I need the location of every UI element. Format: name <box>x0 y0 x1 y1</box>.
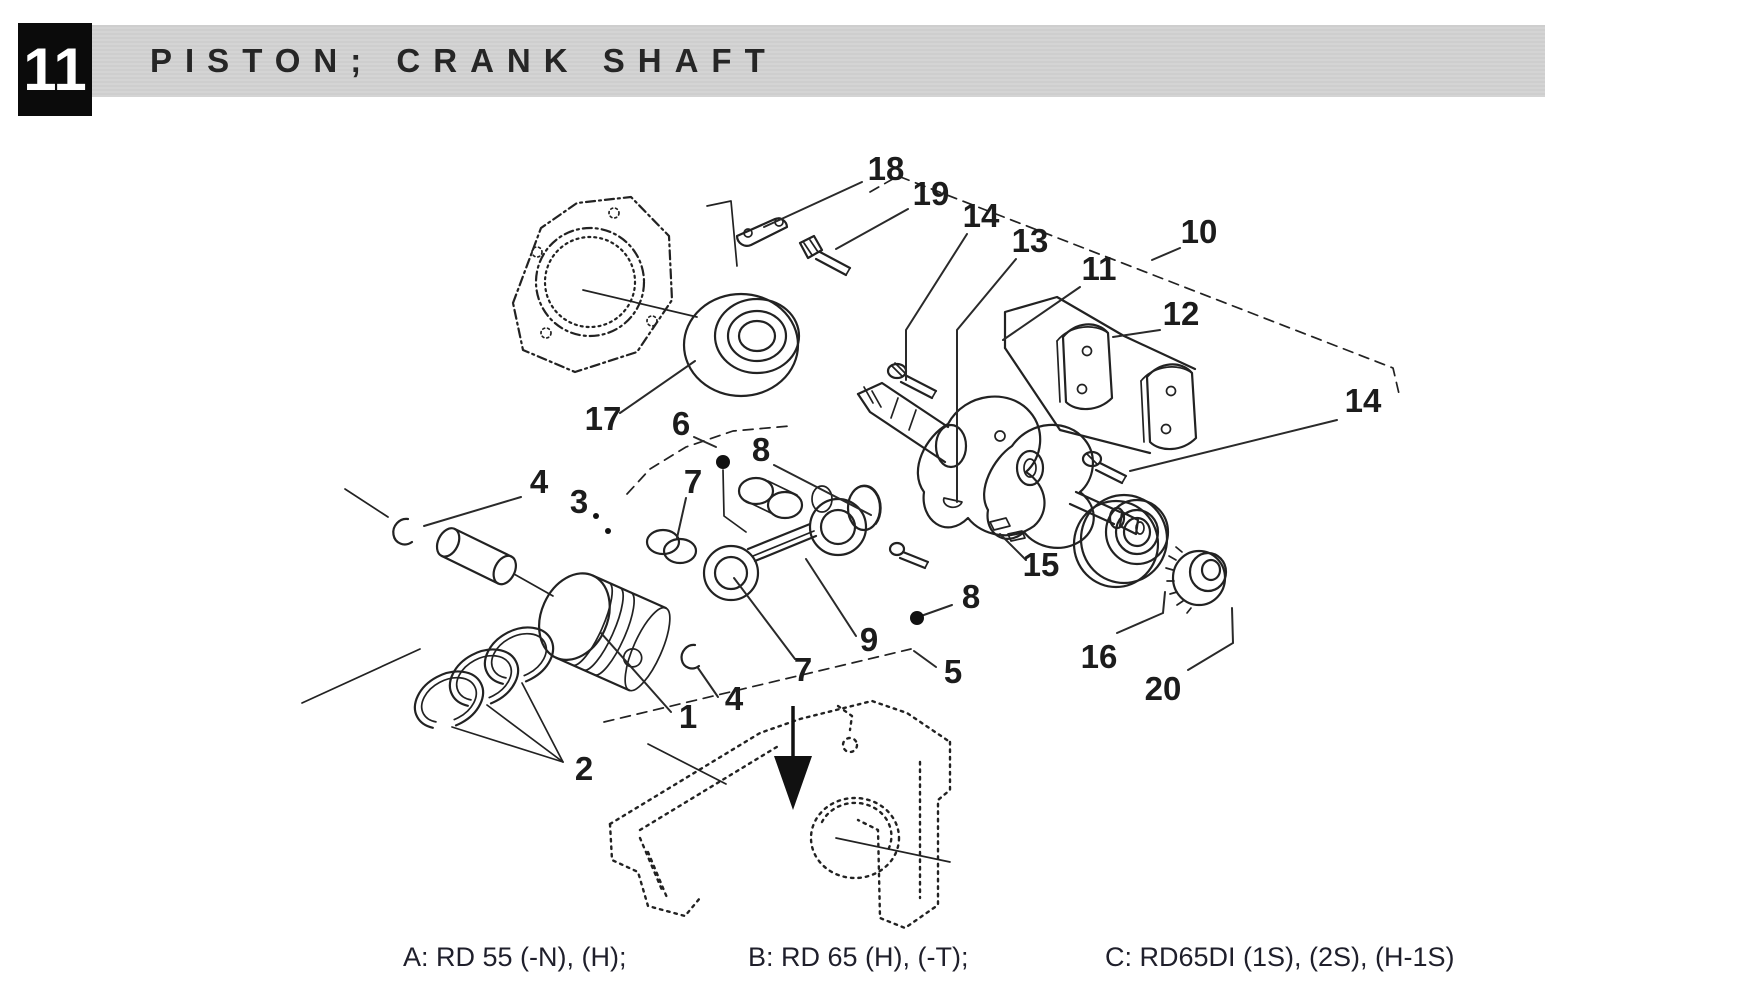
callout-19: 19 <box>913 175 950 212</box>
leader-line-20 <box>1187 607 1235 671</box>
leader-line-16 <box>1116 591 1166 634</box>
callout-9: 9 <box>860 621 878 658</box>
connecting-rod <box>645 469 882 602</box>
leader-line-9 <box>805 558 857 637</box>
leader-line-12 <box>1112 329 1161 338</box>
callout-4b: 4 <box>725 680 744 717</box>
callout-17: 17 <box>585 400 622 437</box>
callout-3: 3 <box>570 483 588 520</box>
leader-line-10 <box>1151 247 1181 261</box>
leader-line-14a <box>905 233 968 381</box>
callout-16: 16 <box>1081 638 1118 675</box>
variant-c: C: RD65DI (1S), (2S), (H-1S) <box>1105 942 1455 972</box>
pin-dot <box>716 455 730 469</box>
variant-a: A: RD 55 (-N), (H); <box>403 942 627 972</box>
callout-12: 12 <box>1163 295 1200 332</box>
callout-4a: 4 <box>530 463 549 500</box>
callout-2: 2 <box>575 750 593 787</box>
callout-18: 18 <box>868 150 905 187</box>
section-number-box: 11 <box>18 23 92 116</box>
callout-10: 10 <box>1181 213 1218 250</box>
section-number: 11 <box>23 36 87 103</box>
piston <box>538 572 671 692</box>
callout-5: 5 <box>944 653 962 690</box>
crankcase-screw-right <box>1081 450 1128 485</box>
crankshaft <box>856 381 1145 549</box>
leader-line-1 <box>600 632 672 713</box>
variant-b: B: RD 65 (H), (-T); <box>748 942 969 972</box>
rod-bolt <box>888 541 930 570</box>
crankcase <box>608 699 952 930</box>
leader-line-8a <box>773 464 872 516</box>
insert-arrow <box>774 706 812 810</box>
leader-line-18 <box>763 181 863 228</box>
group-boundaries <box>603 175 1401 723</box>
bearing-brackets <box>1003 295 1198 455</box>
leader-line-4a <box>423 496 522 527</box>
callout-7b: 7 <box>794 651 812 688</box>
pin-dot <box>605 528 611 534</box>
leader-line-4b <box>697 667 719 698</box>
circlip-left <box>392 517 414 546</box>
pin-dot <box>593 513 599 519</box>
main-bearing <box>682 292 801 398</box>
side-bearing <box>1072 493 1170 589</box>
leader-line-15 <box>999 533 1027 561</box>
leader-line-17 <box>619 360 696 414</box>
leader-line-14b <box>1129 419 1338 472</box>
piston-pin <box>435 527 517 586</box>
callout-20: 20 <box>1145 670 1182 707</box>
callout-1: 1 <box>679 698 697 735</box>
callout-6: 6 <box>672 405 690 442</box>
callout-11: 11 <box>1082 250 1117 287</box>
callout-14a: 14 <box>963 197 1000 234</box>
stopper-link <box>735 217 789 247</box>
header-bar: PISTON; CRANK SHAFT <box>92 25 1545 97</box>
page-title: PISTON; CRANK SHAFT <box>150 42 778 79</box>
circlip-right <box>680 643 701 670</box>
callout-8b: 8 <box>962 578 980 615</box>
link-bolt <box>798 234 852 277</box>
leader-line-5 <box>913 650 937 668</box>
leader-line-11 <box>1002 286 1081 341</box>
leader-line-19 <box>835 208 909 250</box>
callout-14b: 14 <box>1345 382 1382 419</box>
callout-13: 13 <box>1012 222 1049 259</box>
pin-dot <box>910 611 924 625</box>
leader-line-7a <box>676 497 687 539</box>
callout-8a: 8 <box>752 431 770 468</box>
bearing-cover-plate <box>511 195 738 374</box>
piston-rings <box>413 626 555 730</box>
axis-lines <box>301 488 951 863</box>
leader-line-8b <box>920 604 953 617</box>
woodruff-keys <box>989 517 1026 542</box>
leader-line-7b <box>733 577 796 660</box>
callout-15: 15 <box>1023 546 1060 583</box>
leader-line-6 <box>693 436 717 448</box>
crank-gear <box>1165 546 1228 614</box>
crankcase-screw-top <box>886 362 938 400</box>
callout-7a: 7 <box>684 463 702 500</box>
leader-line-13 <box>956 258 1017 503</box>
